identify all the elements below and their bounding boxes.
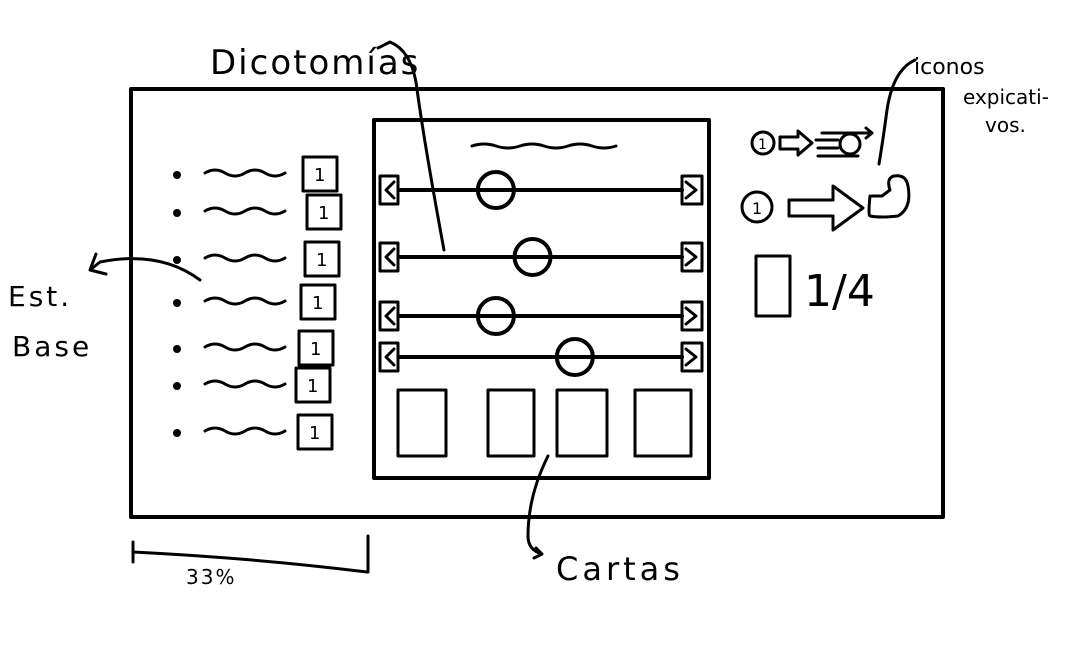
stat-row: 1 — [173, 240, 341, 278]
stat-bullet — [173, 171, 181, 179]
flexed-arm-icon — [867, 174, 911, 219]
stat-bullet — [173, 209, 181, 217]
stat-value-box — [303, 240, 341, 278]
stat-value-box — [305, 193, 343, 231]
annotation-icons: iconos expicati- vos. — [877, 55, 1049, 166]
dichotomy-slider[interactable] — [378, 296, 704, 336]
stat-row: 1 — [173, 329, 335, 367]
stat-value: 1 — [312, 293, 323, 314]
stat-bullet — [173, 345, 181, 353]
step-badge-2-label: 1 — [752, 199, 762, 218]
slider-right-button[interactable] — [680, 174, 704, 206]
stat-value: 1 — [307, 376, 318, 397]
stat-name-squiggle — [203, 206, 287, 216]
annotation-width: 33% — [131, 534, 370, 589]
annotation-base-stats: Est. Base — [8, 252, 202, 363]
explanatory-icons: 1 1 1/4 — [740, 126, 911, 318]
center-panel-title-squiggle — [470, 142, 618, 150]
stat-value: 1 — [314, 165, 325, 186]
stat-name-squiggle — [203, 168, 287, 178]
card-1[interactable] — [396, 388, 448, 458]
annotation-icons-line3: vos. — [985, 113, 1026, 137]
dichotomy-slider[interactable] — [378, 337, 704, 377]
annotation-base-stats-pointer — [88, 252, 202, 282]
slider-right-button[interactable] — [680, 341, 704, 373]
step-badge-1 — [750, 130, 776, 156]
stat-bullet — [173, 299, 181, 307]
annotation-icons-line2: expicati- — [963, 85, 1049, 109]
deck-card-icon — [754, 254, 792, 318]
stat-value-box — [299, 283, 337, 321]
annotation-cards: Cartas — [526, 454, 684, 588]
speed-lines-icon — [814, 126, 874, 158]
stat-name-squiggle — [203, 253, 287, 263]
card-4[interactable] — [633, 388, 693, 458]
stat-value-box — [294, 366, 332, 404]
stat-row: 1 — [173, 413, 334, 451]
base-stats-list: 1 1 1 1 1 1 1 — [173, 155, 343, 451]
stat-value: 1 — [318, 203, 329, 224]
stat-row: 1 — [173, 283, 337, 321]
stat-bullet — [173, 429, 181, 437]
stat-value: 1 — [309, 423, 320, 444]
annotation-dichotomies-label: Dicotomías — [210, 43, 420, 83]
slider-handle[interactable] — [475, 170, 516, 210]
small-arrow-icon — [778, 129, 814, 157]
slider-left-button[interactable] — [378, 300, 400, 332]
card-3[interactable] — [555, 388, 609, 458]
annotation-width-label: 33% — [186, 565, 236, 589]
stat-value: 1 — [316, 250, 327, 271]
stat-name-squiggle — [203, 342, 287, 352]
dichotomy-slider[interactable] — [378, 237, 704, 277]
slider-left-button[interactable] — [378, 174, 400, 206]
slider-left-button[interactable] — [378, 341, 400, 373]
small-orb-icon — [838, 132, 862, 156]
width-bracket — [131, 534, 370, 574]
stat-bullet — [173, 256, 181, 264]
annotation-dichotomies: Dicotomías — [210, 40, 446, 252]
slider-handle[interactable] — [475, 296, 516, 336]
step-badge-1-label: 1 — [758, 137, 767, 153]
stat-name-squiggle — [203, 426, 287, 436]
dichotomy-slider[interactable] — [378, 170, 704, 210]
slider-left-button[interactable] — [378, 241, 400, 273]
annotation-cards-pointer — [526, 454, 550, 560]
slider-handle[interactable] — [554, 337, 595, 377]
slider-right-button[interactable] — [680, 241, 704, 273]
step-badge-2 — [740, 190, 774, 224]
stat-row: 1 — [173, 155, 339, 193]
big-arrow-icon — [787, 184, 865, 232]
slider-handle[interactable] — [512, 237, 553, 277]
stat-value: 1 — [310, 339, 321, 360]
card-row — [396, 388, 693, 458]
stat-value-box — [296, 413, 334, 451]
slider-right-button[interactable] — [680, 300, 704, 332]
deck-counter: 1/4 — [804, 266, 875, 317]
stat-value-box — [297, 329, 335, 367]
stat-bullet — [173, 382, 181, 390]
stat-name-squiggle — [203, 296, 287, 306]
annotation-base-stats-line2: Base — [12, 330, 92, 363]
stat-name-squiggle — [203, 379, 287, 389]
annotation-icons-pointer — [877, 58, 917, 166]
stat-row: 1 — [173, 366, 332, 404]
annotation-cards-label: Cartas — [556, 550, 684, 588]
annotation-base-stats-line1: Est. — [8, 280, 72, 313]
annotation-icons-line1: iconos — [914, 55, 985, 80]
screen-frame — [129, 87, 945, 519]
stat-row: 1 — [173, 193, 343, 231]
stat-value-box — [301, 155, 339, 193]
center-panel — [372, 118, 711, 480]
annotation-dichotomies-pointer — [376, 40, 446, 252]
dichotomy-sliders — [378, 170, 704, 377]
card-2[interactable] — [486, 388, 536, 458]
